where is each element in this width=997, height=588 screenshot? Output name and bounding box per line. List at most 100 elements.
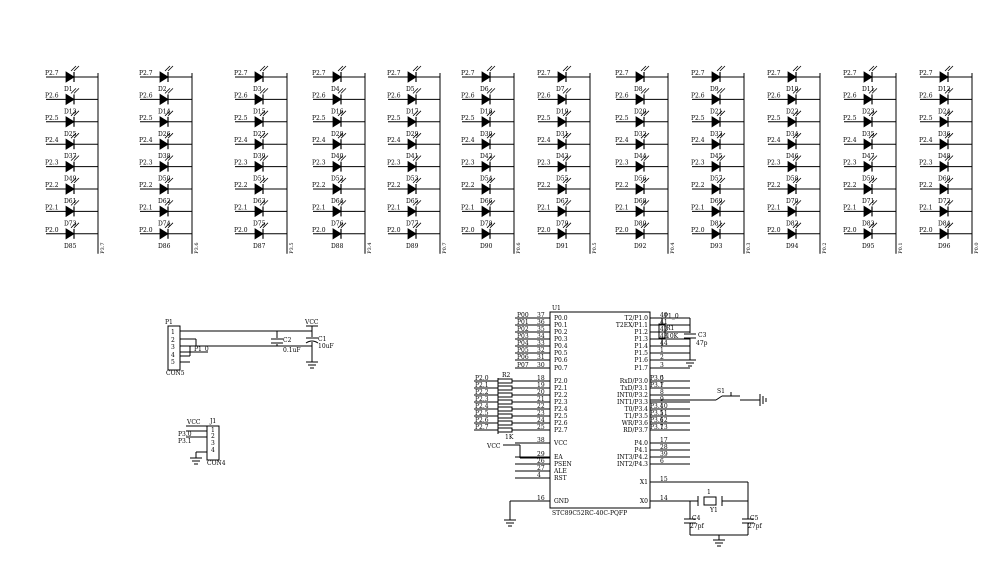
row-pin-label: P2.5 bbox=[387, 115, 401, 122]
reset-network bbox=[650, 317, 696, 367]
mcu-pin-name: VCC bbox=[553, 440, 568, 447]
row-pin-label: P2.0 bbox=[615, 227, 629, 234]
led-diode: P2.7D1 bbox=[45, 65, 98, 93]
mcu-pin-number: 26 bbox=[537, 458, 545, 465]
mcu-pin-name: INT3/P4.2 bbox=[617, 454, 648, 461]
row-pin-label: P2.5 bbox=[537, 115, 551, 122]
mcu-pin-number: 21 bbox=[537, 396, 545, 403]
mcu-pin-number: 19 bbox=[537, 382, 545, 389]
row-pin-label: P2.2 bbox=[843, 182, 857, 189]
r2-resistor bbox=[497, 413, 513, 419]
j1-connector-body bbox=[206, 425, 220, 461]
row-pin-label: P2.7 bbox=[461, 70, 475, 77]
row-pin-label: P2.7 bbox=[843, 70, 857, 77]
r2-net-label: P2.6 bbox=[475, 417, 489, 424]
led-designator: D70 bbox=[786, 198, 799, 205]
mcu-net-label: P3.5 bbox=[650, 410, 664, 417]
led-designator: D26 bbox=[158, 131, 171, 138]
r2-ref: R2 bbox=[502, 372, 511, 379]
led-designator: D94 bbox=[786, 243, 799, 250]
led-diode: P2.7D7 bbox=[537, 65, 590, 93]
led-designator: D11 bbox=[862, 86, 874, 93]
led-designator: D4 bbox=[331, 86, 340, 93]
mcu-pin-number: 7 bbox=[660, 382, 664, 389]
mcu-net-label: P3.1 bbox=[650, 382, 664, 389]
mcu-pin-number: 4 bbox=[537, 472, 541, 479]
row-pin-label: P2.2 bbox=[919, 182, 933, 189]
row-pin-label: P2.6 bbox=[919, 92, 933, 99]
mcu-pin-number: 30 bbox=[537, 362, 545, 369]
mcu-pin-number: 5 bbox=[660, 375, 664, 382]
row-pin-label: P2.5 bbox=[139, 115, 153, 122]
mcu-net-label: P03 bbox=[517, 333, 529, 340]
row-pin-label: P2.6 bbox=[234, 92, 248, 99]
mcu-pin-number: 44 bbox=[660, 340, 668, 347]
j1-net-vcc: VCC bbox=[186, 419, 201, 426]
led-designator: D25 bbox=[64, 131, 77, 138]
row-pin-label: P2.1 bbox=[767, 204, 781, 211]
led-designator: D76 bbox=[331, 220, 344, 227]
row-pin-label: P2.1 bbox=[537, 204, 551, 211]
r2-net-label: P2.3 bbox=[475, 396, 489, 403]
column-net-label: P3.4 bbox=[367, 242, 373, 253]
column-net-label: P3.5 bbox=[289, 242, 295, 253]
r2-resistor-network bbox=[474, 378, 515, 434]
mcu-pin-number: 16 bbox=[537, 495, 545, 502]
led-designator: D67 bbox=[556, 198, 569, 205]
row-pin-label: P2.4 bbox=[767, 137, 781, 144]
row-pin-label: P2.5 bbox=[234, 115, 248, 122]
led-designator: D42 bbox=[480, 153, 493, 160]
p1-pin-1: 1 bbox=[171, 329, 175, 336]
mcu-pin-number: 40 bbox=[660, 312, 668, 319]
led-designator: D13 bbox=[64, 108, 77, 115]
mcu-net-label: P3.0 bbox=[650, 375, 664, 382]
row-pin-label: P2.3 bbox=[387, 160, 401, 167]
mcu-pin-number: 14 bbox=[660, 495, 668, 502]
c5-value: 27pf bbox=[748, 523, 762, 530]
mcu-pin-name: P0.3 bbox=[554, 336, 568, 343]
led-designator: D56 bbox=[634, 176, 647, 183]
led-designator: D62 bbox=[158, 198, 171, 205]
mcu-pin-name: P1.5 bbox=[634, 350, 648, 357]
led-designator: D22 bbox=[786, 108, 799, 115]
p1-pin-5: 5 bbox=[171, 359, 175, 366]
led-designator: D1 bbox=[64, 86, 73, 93]
led-designator: D91 bbox=[556, 243, 568, 250]
mcu-pin-number: 24 bbox=[537, 417, 545, 424]
row-pin-label: P2.7 bbox=[691, 70, 705, 77]
r2-resistor bbox=[497, 406, 513, 412]
row-pin-label: P2.6 bbox=[767, 92, 781, 99]
row-pin-label: P2.2 bbox=[139, 182, 153, 189]
led-designator: D29 bbox=[406, 131, 419, 138]
led-designator: D28 bbox=[331, 131, 344, 138]
mcu-pin-number: 17 bbox=[660, 437, 668, 444]
row-pin-label: P2.3 bbox=[537, 160, 551, 167]
led-designator: D24 bbox=[938, 108, 951, 115]
row-pin-label: P2.6 bbox=[537, 92, 551, 99]
row-pin-label: P2.0 bbox=[461, 227, 475, 234]
led-designator: D15 bbox=[253, 108, 266, 115]
row-pin-label: P2.7 bbox=[234, 70, 248, 77]
led-designator: D52 bbox=[331, 176, 344, 183]
led-designator: D79 bbox=[556, 220, 569, 227]
row-pin-label: P2.7 bbox=[45, 70, 59, 77]
